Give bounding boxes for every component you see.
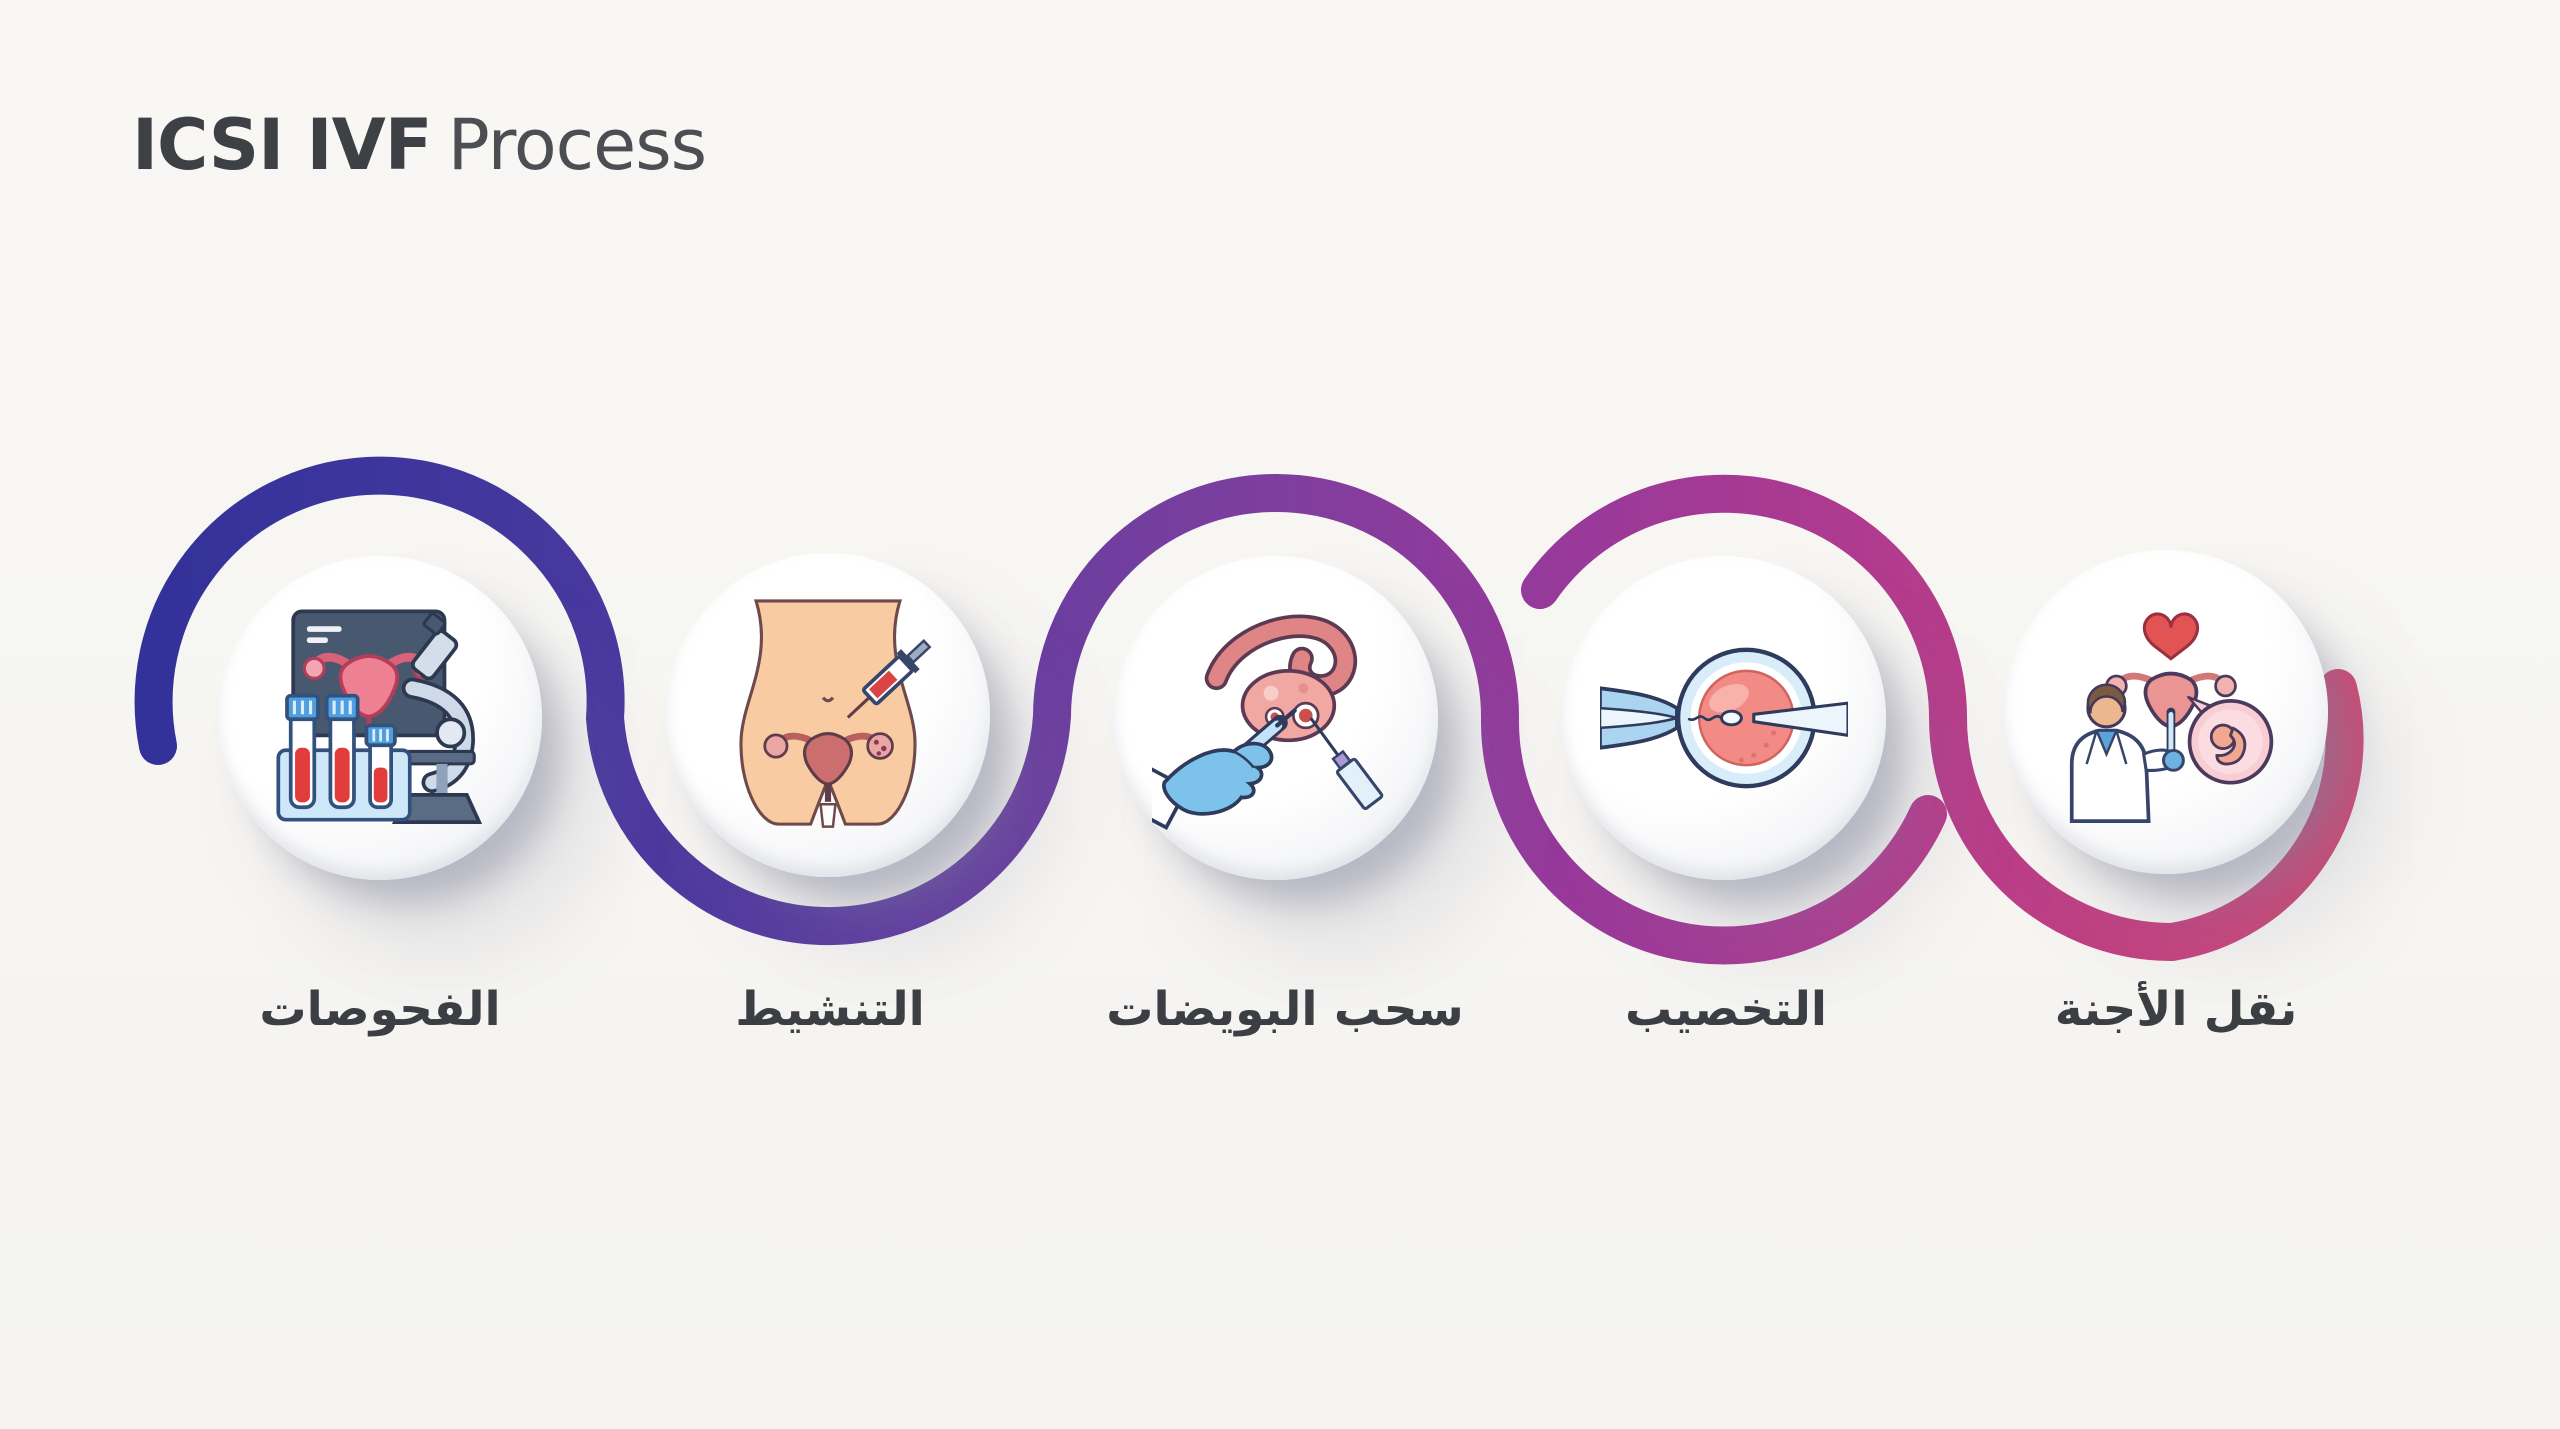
heart-icon [2142, 612, 2200, 661]
microscope-icon [388, 612, 483, 825]
blood-test-tubes-icon [276, 693, 412, 822]
needle-syringe-icon [1309, 717, 1384, 811]
uterus-icon [763, 732, 894, 802]
sperm-icon [1687, 709, 1743, 727]
injection-needle-icon [1752, 701, 1848, 737]
step-label-fertilization: التخصيب [1624, 982, 1828, 1037]
step-circle-tests [218, 556, 542, 880]
ribbon-stroke-left [134, 456, 1947, 965]
step-circle-fertilization [1562, 556, 1886, 880]
step-label-embryo-transfer: نقل الأجنة [2054, 982, 2298, 1037]
embryo-transfer-icon [2069, 612, 2274, 823]
fetus-bubble-icon [2187, 695, 2274, 785]
female-torso-icon [739, 599, 917, 828]
title-primary: ICSI IVF [132, 104, 433, 186]
syringe-icon [846, 638, 932, 719]
egg-retrieval-icon [1152, 614, 1384, 831]
step-label-egg-retrieval: سحب البويضات [1106, 982, 1464, 1037]
medical-tests-icon [276, 609, 483, 825]
ribbon-stroke-right [1521, 474, 2364, 962]
step-circle-embryo-transfer [2004, 550, 2328, 874]
egg-cell-icon [1675, 647, 1817, 789]
step-circle-egg-retrieval [1114, 556, 1438, 880]
doctor-icon [2069, 683, 2185, 823]
step-label-tests: الفحوصات [259, 982, 501, 1037]
holding-pipette-icon [1600, 686, 1682, 750]
icsi-fertilization-icon [1600, 647, 1848, 789]
ovarian-stimulation-icon [739, 599, 932, 828]
step-circle-stimulation [666, 553, 990, 877]
gloved-hand-icon [1152, 741, 1274, 831]
title-secondary: Process [447, 104, 708, 186]
step-label-stimulation: التنشيط [735, 982, 925, 1037]
